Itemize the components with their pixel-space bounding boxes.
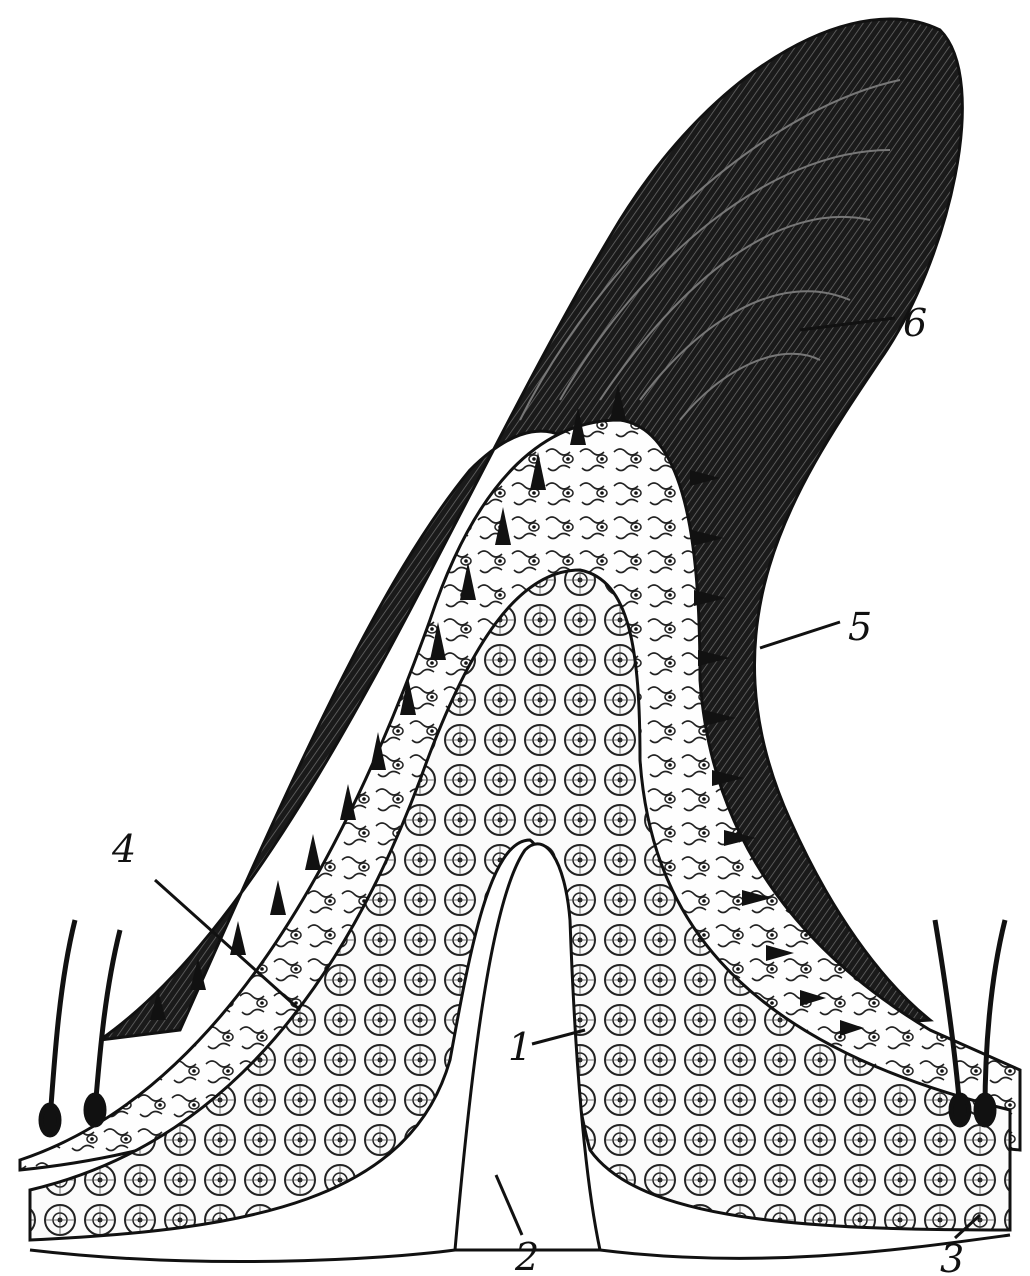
label-4: 4 [111,827,136,871]
label-5: 5 [848,605,872,649]
label-6: 6 [903,301,927,345]
label-2: 2 [514,1235,539,1276]
leader-line-5 [760,622,840,648]
hairs-left [41,920,120,1135]
label-1: 1 [508,1025,532,1069]
label-3: 3 [940,1237,964,1276]
